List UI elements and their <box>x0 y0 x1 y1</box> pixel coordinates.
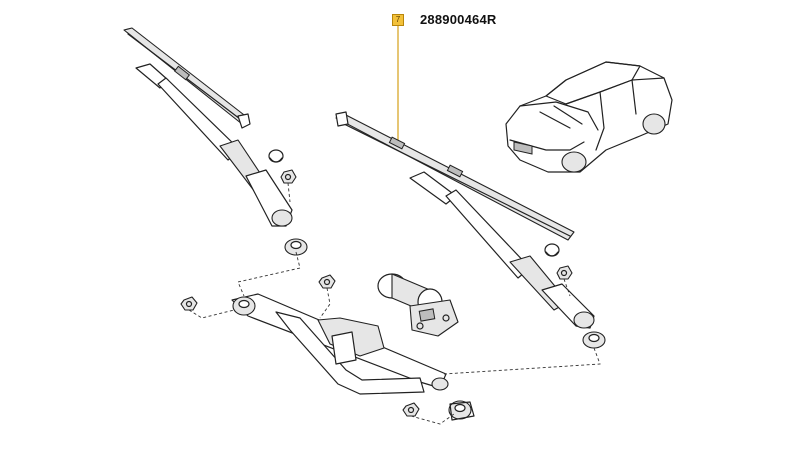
right-wiper-blade-highlighted[interactable] <box>335 111 575 241</box>
left-wiper-blade[interactable] <box>123 27 251 129</box>
right-arm-nut-cap[interactable] <box>544 243 560 257</box>
wiper-linkage-frame[interactable] <box>231 293 475 421</box>
assembly-guide-lines <box>188 182 601 425</box>
left-pivot-washer[interactable] <box>284 238 308 256</box>
part-number-label: 288900464R <box>420 12 497 27</box>
mounting-bolt-center[interactable] <box>318 274 336 289</box>
left-arm-nut[interactable] <box>280 169 297 184</box>
left-wiper-arm[interactable] <box>135 63 293 227</box>
right-arm-nut[interactable] <box>556 265 573 280</box>
callout-marker[interactable]: 7 <box>392 14 404 26</box>
mounting-bolt-right[interactable] <box>402 402 420 417</box>
wiper-motor[interactable] <box>377 273 459 337</box>
mounting-bolt-left[interactable] <box>180 296 198 311</box>
right-wiper-arm[interactable] <box>409 171 595 329</box>
car-location-thumbnail <box>505 61 673 173</box>
right-pivot-washer[interactable] <box>582 331 606 349</box>
left-arm-nut-cap[interactable] <box>268 149 284 163</box>
